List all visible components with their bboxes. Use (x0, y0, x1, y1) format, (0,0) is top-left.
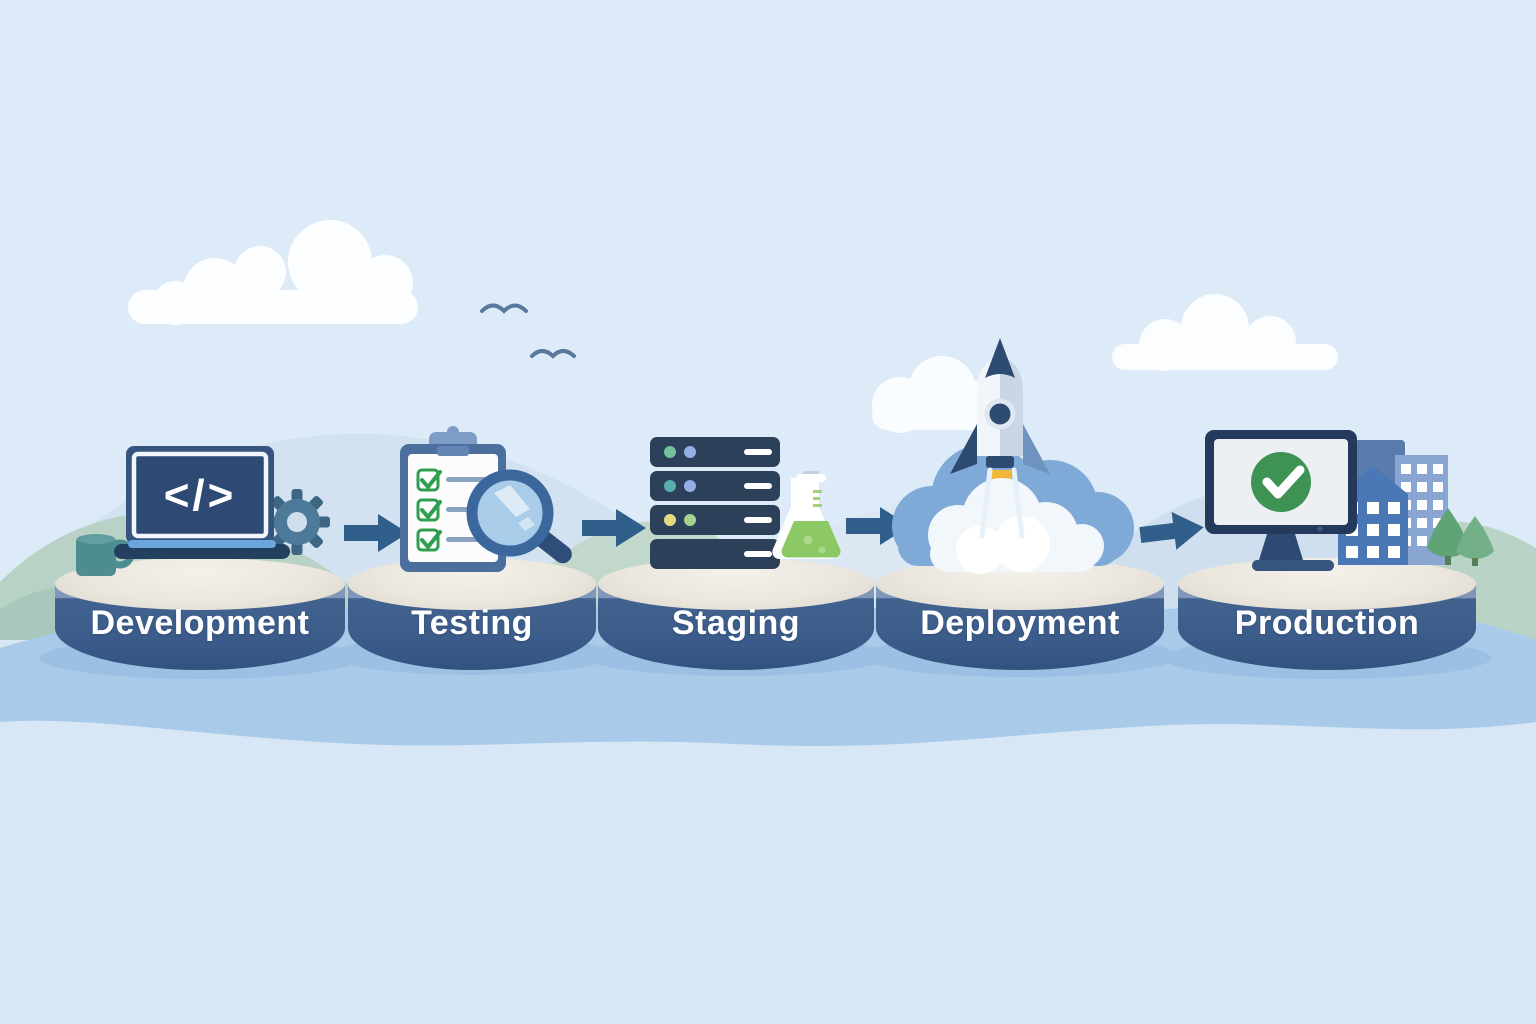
check-circle-icon (1251, 452, 1311, 512)
stage-label-deployment: Deployment (920, 604, 1120, 642)
laptop-code-icon (76, 446, 330, 576)
monitor-check-icon (1205, 430, 1494, 571)
cloud-icon (128, 220, 418, 325)
monitor (1205, 430, 1357, 571)
clipboard-checklist-icon (400, 426, 572, 572)
arrow-right-icon (582, 509, 646, 547)
arrow-right-icon (1139, 512, 1204, 550)
smoke-cloud-icon (928, 467, 1104, 574)
stage-label-staging: Staging (671, 604, 801, 642)
stage-label-production: Production (1234, 604, 1420, 642)
code-glyph: </> (163, 471, 237, 520)
magnifier-icon (466, 469, 572, 564)
stage-development-platform: Development (55, 558, 345, 672)
birds-icon (480, 303, 576, 359)
stage-label-testing: Testing (411, 604, 533, 642)
stage-label-development: Development (90, 604, 310, 642)
checklist-rows (416, 468, 494, 552)
tree-icon (1427, 508, 1494, 566)
flask-icon (772, 471, 841, 559)
stage-testing-platform: Testing (348, 558, 596, 672)
stage-deployment-platform: Deployment (876, 558, 1164, 672)
stage-production-platform: Production (1178, 558, 1476, 672)
server-units (650, 437, 780, 569)
cloud-icon (1112, 294, 1338, 371)
rocket-body (950, 338, 1050, 514)
coffee-mug-icon (76, 534, 135, 576)
rocket-launch-icon (892, 338, 1134, 574)
server-stack-icon (650, 437, 841, 569)
arrow-right-icon (344, 514, 408, 552)
